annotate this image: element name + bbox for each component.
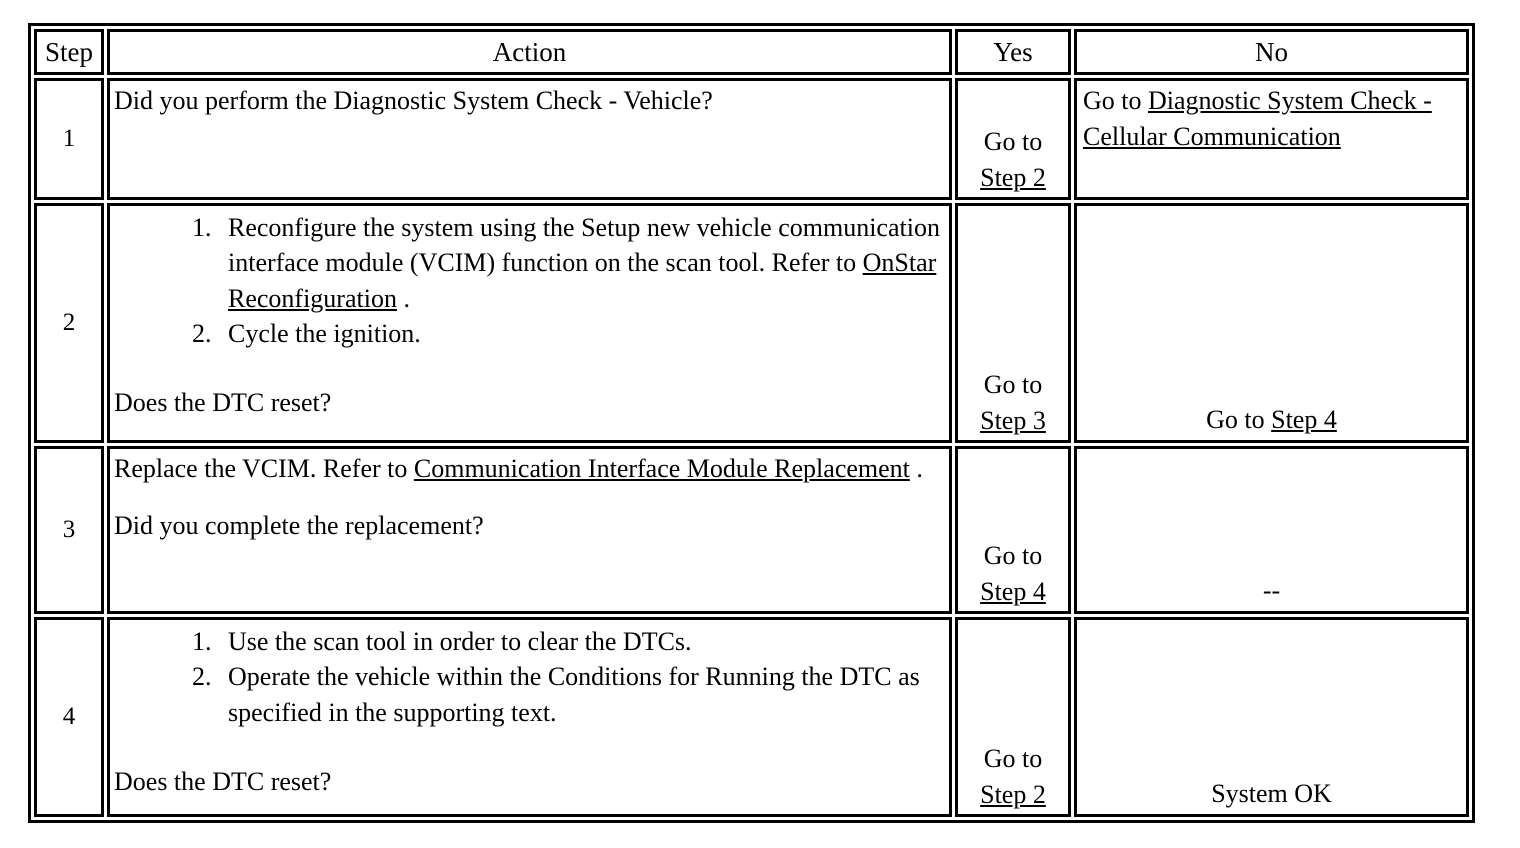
column-header-no: No [1074,29,1469,75]
onstar-reconfiguration-link[interactable]: OnStar Reconfiguration [228,248,937,313]
yes-prefix: Go to [983,370,1043,400]
action-question: Does the DTC reset? [114,388,332,418]
yes-step-link[interactable]: Step 4 [980,576,1046,606]
no-cell: -- [1074,446,1469,614]
yes-prefix: Go to [983,127,1043,157]
action-question: Did you perform the Diagnostic System Ch… [114,86,713,115]
action-step-list: Reconfigure the system using the Setup n… [114,210,945,351]
no-prefix: Go to [1083,86,1148,115]
yes-cell: Go to Step 2 [955,78,1071,200]
list-item-text: Reconfigure the system using the Setup n… [228,213,940,278]
action-cell: Did you perform the Diagnostic System Ch… [107,78,952,200]
yes-cell: Go to Step 2 [955,617,1071,817]
list-item: Cycle the ignition. [218,316,945,351]
yes-prefix: Go to [983,744,1043,774]
no-plain-text: System OK [1211,779,1332,809]
action-question: Did you complete the replacement? [114,511,484,541]
list-item-text: Cycle the ignition. [228,319,421,349]
action-instruction: Replace the VCIM. Refer to Communication… [114,451,945,486]
action-cell: Reconfigure the system using the Setup n… [107,203,952,443]
table-header-row: Step Action Yes No [34,29,1469,75]
list-item-text: Use the scan tool in order to clear the … [228,627,692,656]
diagnostic-procedure-table: Step Action Yes No 1 Did you perform the… [28,23,1475,823]
column-header-yes: Yes [955,29,1071,75]
yes-cell: Go to Step 4 [955,446,1071,614]
no-cell: Go to Diagnostic System Check - Cellular… [1074,78,1469,200]
table-row: 3 Replace the VCIM. Refer to Communicati… [34,446,1469,614]
action-question: Does the DTC reset? [114,767,332,797]
no-prefix: Go to [1206,405,1272,435]
yes-step-link[interactable]: Step 3 [980,405,1046,435]
table-row: 1 Did you perform the Diagnostic System … [34,78,1469,200]
no-cell: Go to Step 4 [1074,203,1469,443]
step-number: 3 [34,446,104,614]
action-instruction-pre: Replace the VCIM. Refer to [114,454,414,483]
module-replacement-link[interactable]: Communication Interface Module Replaceme… [413,454,910,483]
yes-prefix: Go to [983,541,1043,571]
list-item-text-post: . [396,283,410,313]
no-reference-link[interactable]: Diagnostic System Check - Cellular Commu… [1083,86,1432,151]
no-plain-text: -- [1262,576,1281,606]
yes-step-link[interactable]: Step 2 [980,779,1046,809]
list-item: Operate the vehicle within the Condition… [218,659,945,730]
list-item: Use the scan tool in order to clear the … [218,624,945,659]
list-item-text: Operate the vehicle within the Condition… [228,662,920,727]
step-number: 4 [34,617,104,817]
yes-step-link[interactable]: Step 2 [980,162,1046,192]
table-row: 4 Use the scan tool in order to clear th… [34,617,1469,817]
yes-cell: Go to Step 3 [955,203,1071,443]
no-cell: System OK [1074,617,1469,817]
action-cell: Replace the VCIM. Refer to Communication… [107,446,952,614]
column-header-action: Action [107,29,952,75]
list-item: Reconfigure the system using the Setup n… [218,210,945,316]
action-step-list: Use the scan tool in order to clear the … [114,624,945,730]
step-number: 1 [34,78,104,200]
step-number: 2 [34,203,104,443]
no-step-link[interactable]: Step 4 [1271,405,1337,435]
action-cell: Use the scan tool in order to clear the … [107,617,952,817]
column-header-step: Step [34,29,104,75]
diagnostic-procedure-sheet: Step Action Yes No 1 Did you perform the… [28,23,1475,823]
action-instruction-post: . [909,454,923,483]
table-row: 2 Reconfigure the system using the Setup… [34,203,1469,443]
